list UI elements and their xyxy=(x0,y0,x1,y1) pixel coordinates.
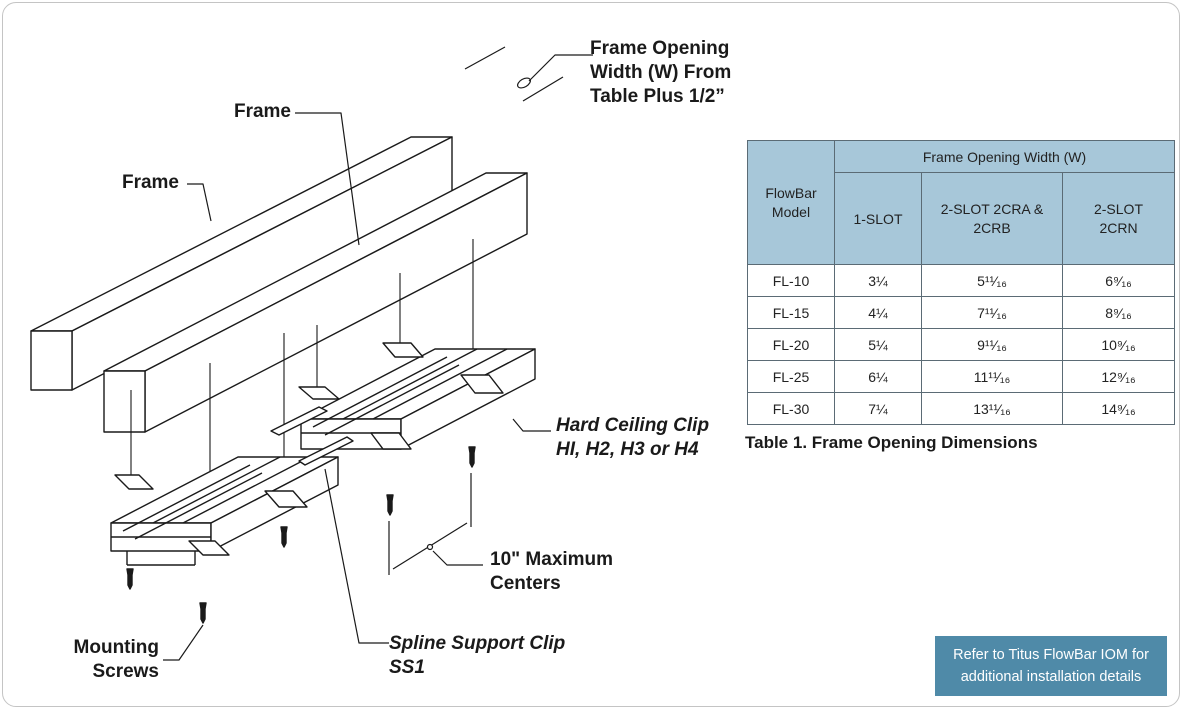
iom-reference-note: Refer to Titus FlowBar IOM for additiona… xyxy=(935,636,1167,696)
one-slot-cell: 4¼ xyxy=(834,296,922,329)
two-slot-crn-cell: 12⁹⁄₁₆ xyxy=(1062,360,1175,393)
spline-clip-label-line1: Spline Support Clip xyxy=(389,633,566,654)
two-slot-cra-crb-cell: 5¹¹⁄₁₆ xyxy=(921,264,1063,297)
two-slot-crn-cell: 14⁹⁄₁₆ xyxy=(1062,392,1175,425)
opening-width-dimension xyxy=(464,46,593,102)
model-cell: FL-30 xyxy=(747,392,835,425)
frame-opening-table: FlowBar Model Frame Opening Width (W) 1-… xyxy=(747,140,1175,425)
col-header-2-slot-cra-crb: 2-SLOT 2CRA & 2CRB xyxy=(921,172,1063,265)
spline-support-clip xyxy=(270,406,354,466)
mounting-screws-label-line1: Mounting xyxy=(73,637,159,658)
two-slot-cra-crb-cell: 9¹¹⁄₁₆ xyxy=(921,328,1063,361)
two-slot-crn-cell: 6⁹⁄₁₆ xyxy=(1062,264,1175,297)
table-row: FL-30 7¼ 13¹¹⁄₁₆ 14⁹⁄₁₆ xyxy=(747,392,1175,425)
opening-width-label-line3: Table Plus 1/2” xyxy=(590,86,725,107)
max-centers-label-line2: Centers xyxy=(490,573,561,594)
installation-drawing xyxy=(30,46,593,661)
two-slot-crn-cell: 8⁹⁄₁₆ xyxy=(1062,296,1175,329)
flowbar-channel-left xyxy=(110,456,339,566)
model-cell: FL-10 xyxy=(747,264,835,297)
max-centers-dimension xyxy=(388,473,483,575)
table-row: FL-25 6¼ 11¹¹⁄₁₆ 12⁹⁄₁₆ xyxy=(747,360,1175,393)
opening-width-label-line2: Width (W) From xyxy=(590,62,732,83)
table-row: FL-20 5¼ 9¹¹⁄₁₆ 10⁹⁄₁₆ xyxy=(747,328,1175,361)
one-slot-cell: 3¼ xyxy=(834,264,922,297)
one-slot-cell: 6¼ xyxy=(834,360,922,393)
col-header-2-slot-crn: 2-SLOT 2CRN xyxy=(1062,172,1175,265)
table-row: FL-10 3¼ 5¹¹⁄₁₆ 6⁹⁄₁₆ xyxy=(747,264,1175,297)
frame-beam-rear xyxy=(30,136,453,391)
model-cell: FL-20 xyxy=(747,328,835,361)
model-cell: FL-25 xyxy=(747,360,835,393)
model-cell: FL-15 xyxy=(747,296,835,329)
opening-width-label-line1: Frame Opening xyxy=(590,38,730,59)
two-slot-cra-crb-cell: 13¹¹⁄₁₆ xyxy=(921,392,1063,425)
two-slot-crn-cell: 10⁹⁄₁₆ xyxy=(1062,328,1175,361)
col-header-1-slot: 1-SLOT xyxy=(834,172,922,265)
spline-clip-label-line2: SS1 xyxy=(389,657,425,678)
two-slot-cra-crb-cell: 11¹¹⁄₁₆ xyxy=(921,360,1063,393)
leader-lines xyxy=(163,112,551,661)
two-slot-cra-crb-cell: 7¹¹⁄₁₆ xyxy=(921,296,1063,329)
one-slot-cell: 7¼ xyxy=(834,392,922,425)
frame-beam-front xyxy=(103,172,528,433)
hard-ceiling-clip-label-line2: HI, H2, H3 or H4 xyxy=(556,439,699,460)
frame-label-top: Frame xyxy=(233,101,291,122)
mounting-screws xyxy=(126,446,476,624)
table-caption: Table 1. Frame Opening Dimensions xyxy=(745,433,1038,452)
hard-ceiling-clip-label-line1: Hard Ceiling Clip xyxy=(556,415,710,436)
mounting-screws-label-line2: Screws xyxy=(92,661,159,682)
model-header: FlowBar Model xyxy=(747,140,835,265)
flowbar-channel-right xyxy=(300,348,536,450)
frame-label-left: Frame xyxy=(121,172,179,193)
hard-ceiling-clips xyxy=(114,342,504,556)
max-centers-label-line1: 10" Maximum xyxy=(490,549,614,570)
table-row: FL-15 4¼ 7¹¹⁄₁₆ 8⁹⁄₁₆ xyxy=(747,296,1175,329)
one-slot-cell: 5¼ xyxy=(834,328,922,361)
group-header: Frame Opening Width (W) xyxy=(834,140,1175,173)
